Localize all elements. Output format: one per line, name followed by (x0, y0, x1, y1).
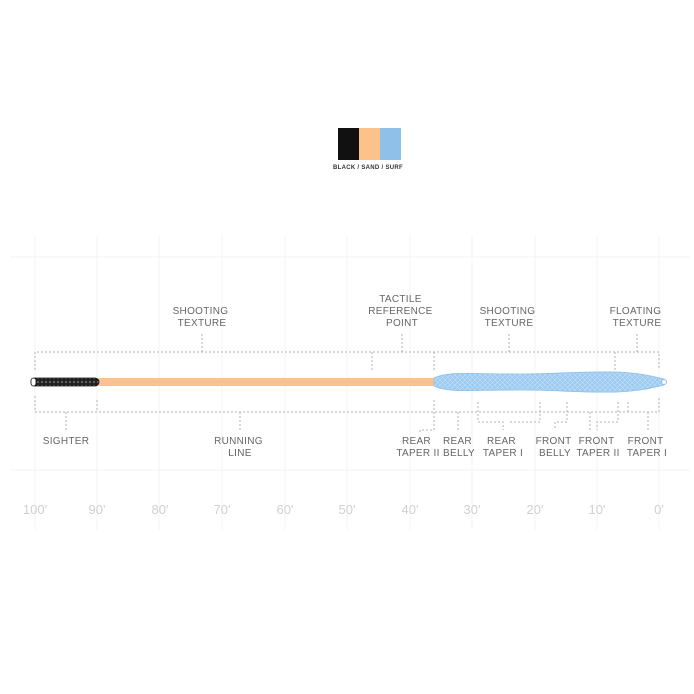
scale-tick: 60' (277, 502, 294, 517)
label-tactile-reference-point: TACTILE REFERENCE POINT (368, 294, 435, 329)
bottom-brackets (34, 396, 660, 432)
scale-tick: 50' (339, 502, 356, 517)
color-label: BLACK / SAND / SURF (332, 165, 404, 171)
fly-line (30, 371, 667, 393)
scale-tick: 70' (214, 502, 231, 517)
label-front-belly: FRONT BELLY (536, 436, 575, 459)
label-front-taper-i: FRONT TAPER I (627, 436, 667, 459)
color-swatches (338, 128, 401, 160)
head-segment (433, 371, 665, 393)
label-running-line: RUNNING LINE (214, 436, 266, 459)
sighter-segment (30, 377, 100, 387)
scale-tick: 20' (527, 502, 544, 517)
scale-tick: 40' (402, 502, 419, 517)
distance-scale: 100' 90' 80' 70' 60' 50' 40' 30' 20' 10'… (23, 502, 664, 517)
scale-tick: 80' (152, 502, 169, 517)
label-floating-texture: FLOATING TEXTURE (610, 306, 665, 329)
label-sighter: SIGHTER (43, 436, 90, 447)
scale-tick: 10' (589, 502, 606, 517)
swatch-surf (380, 128, 401, 160)
label-rear-belly: REAR BELLY (443, 436, 475, 459)
swatch-black (338, 128, 359, 160)
top-brackets (34, 334, 660, 370)
scale-tick: 30' (464, 502, 481, 517)
running-line-segment (98, 378, 436, 386)
label-shooting-texture-right: SHOOTING TEXTURE (480, 306, 539, 329)
label-shooting-texture-left: SHOOTING TEXTURE (173, 306, 232, 329)
scale-tick: 0' (654, 502, 664, 517)
label-front-taper-ii: FRONT TAPER II (576, 436, 619, 459)
label-rear-taper-ii: REAR TAPER II (396, 436, 439, 459)
scale-tick: 90' (89, 502, 106, 517)
label-rear-taper-i: REAR TAPER I (483, 436, 523, 459)
swatch-sand (359, 128, 380, 160)
scale-tick: 100' (23, 502, 47, 517)
